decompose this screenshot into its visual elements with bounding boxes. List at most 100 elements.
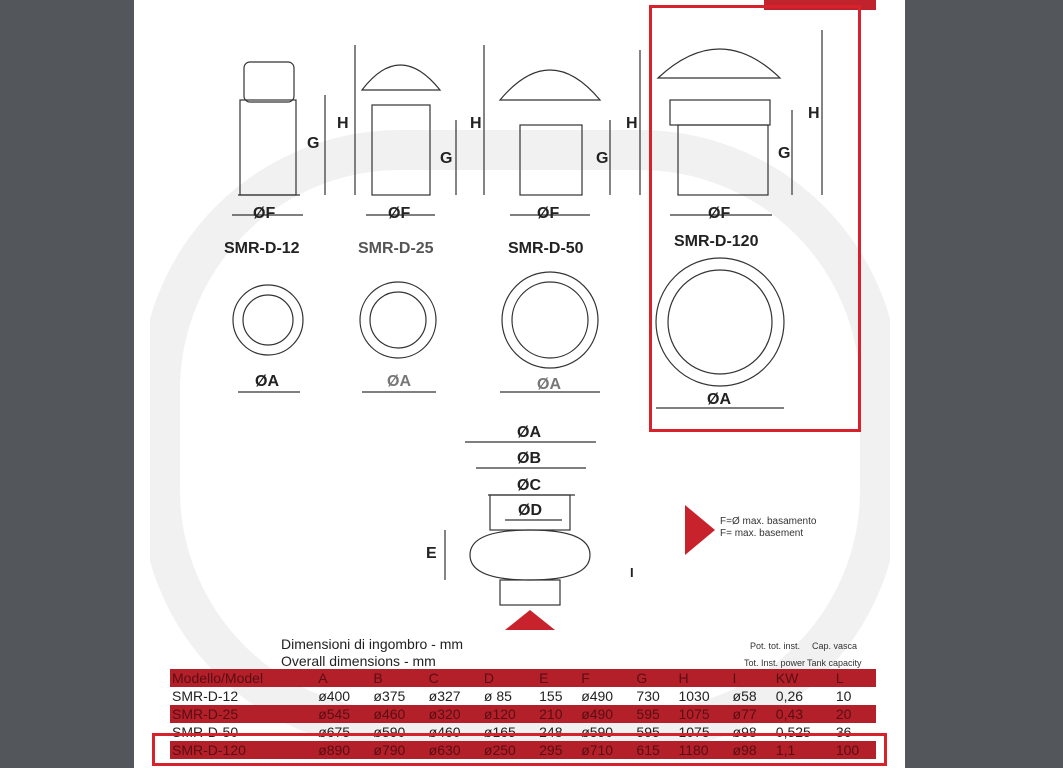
cell: ø120	[481, 705, 538, 723]
cell: ø590	[581, 724, 614, 740]
dim-g-4: G	[778, 145, 791, 162]
dim-a-4: ØA	[707, 391, 731, 408]
header-cell: G	[634, 669, 677, 687]
header-cell: I	[730, 669, 774, 687]
power-label-en: Tot. Inst. power	[744, 658, 806, 668]
power-label-it: Pot. tot. inst.	[750, 641, 801, 651]
cell: ø165	[483, 724, 516, 740]
note-line-en: F= max. basement	[720, 528, 804, 539]
dim-g-3: G	[596, 150, 609, 167]
cell: SMR-D-25	[170, 705, 317, 723]
cell: ø490	[579, 705, 635, 723]
cell: 1030	[678, 688, 710, 704]
header-cell: E	[537, 669, 580, 687]
cell: SMR-D-120	[170, 741, 317, 759]
cell: 1075	[678, 724, 710, 740]
cell: 1075	[676, 705, 731, 723]
cell: ø250	[481, 741, 538, 759]
cell: 730	[636, 688, 660, 704]
side-view-smr-d-12	[232, 45, 356, 216]
cell: 595	[634, 705, 677, 723]
cell: ø375	[373, 688, 406, 704]
dim-h-3: H	[626, 115, 638, 132]
dim-f-2: ØF	[388, 205, 411, 222]
highlight-smr-d-120-drawing	[649, 5, 861, 432]
dim-i-detail: I	[630, 565, 634, 580]
cell: ø890	[316, 741, 372, 759]
dim-g-1: G	[307, 135, 320, 152]
cell: ø675	[318, 724, 351, 740]
cell: ø545	[316, 705, 372, 723]
cell: 1180	[676, 741, 731, 759]
cell: ø790	[371, 741, 427, 759]
basement-note: F=Ø max. basamento F= max. basement	[720, 516, 816, 540]
cell: ø320	[426, 705, 482, 723]
highlight-smr-d-120-row	[152, 733, 887, 766]
dim-h-1: H	[337, 115, 349, 132]
cell: 155	[539, 688, 563, 704]
dim-b-detail: ØB	[517, 450, 541, 467]
model-label-smr-d-12: SMR-D-12	[224, 240, 300, 257]
cell: 295	[537, 741, 580, 759]
cell: 210	[537, 705, 580, 723]
cell: ø58	[732, 688, 757, 704]
tank-label-it: Cap. vasca	[812, 641, 858, 651]
cell: 10	[835, 688, 852, 704]
cell: ø98	[730, 741, 774, 759]
cell: 0,525	[775, 724, 811, 740]
cell: 36	[835, 724, 852, 740]
header-cell: F	[579, 669, 635, 687]
dim-a-2: ØA	[387, 373, 411, 390]
cell: SMR-D-12	[172, 688, 239, 704]
header-cell: L	[833, 669, 876, 687]
cell: SMR-D-50	[172, 724, 239, 740]
dim-h-2: H	[470, 115, 482, 132]
dim-a-detail: ØA	[517, 424, 541, 441]
dim-e-detail: E	[426, 545, 437, 562]
header-cell: KW	[773, 669, 834, 687]
cell: ø400	[318, 688, 351, 704]
dim-d-detail: ØD	[518, 502, 542, 519]
arrow-marker-right	[685, 505, 715, 555]
cell: ø630	[426, 741, 482, 759]
header-cell: B	[371, 669, 427, 687]
cell: ø98	[732, 724, 757, 740]
cell: 595	[636, 724, 660, 740]
side-view-smr-d-50	[498, 50, 641, 216]
cell: ø710	[579, 741, 635, 759]
cell: 100	[833, 741, 876, 759]
cell: 0,43	[773, 705, 834, 723]
cell: ø327	[428, 688, 461, 704]
table-title-it: Dimensioni di ingombro - mm	[281, 636, 464, 652]
header-cell: Modello/Model	[170, 669, 317, 687]
side-view-smr-d-120	[656, 30, 823, 216]
cell: 20	[833, 705, 876, 723]
cell: ø 85	[483, 688, 512, 704]
cell: 615	[634, 741, 677, 759]
header-cell: H	[676, 669, 731, 687]
tank-label-en: Tank capacity	[807, 658, 862, 668]
cell: ø590	[373, 724, 406, 740]
dim-f-1: ØF	[253, 205, 276, 222]
cell: ø460	[371, 705, 427, 723]
cell: 0,26	[775, 688, 804, 704]
dim-f-3: ØF	[537, 205, 560, 222]
model-label-smr-d-120: SMR-D-120	[674, 233, 759, 250]
note-line-it: F=Ø max. basamento	[720, 516, 817, 527]
table-title-en: Overall dimensions - mm	[281, 653, 436, 669]
dim-g-2: G	[440, 150, 453, 167]
cell: 1,1	[773, 741, 834, 759]
dim-a-3: ØA	[537, 376, 561, 393]
arrow-marker-up	[505, 610, 555, 630]
model-label-smr-d-50: SMR-D-50	[508, 240, 584, 257]
technical-drawing	[232, 30, 823, 630]
cell: 248	[539, 724, 563, 740]
header-cell: D	[481, 669, 538, 687]
dim-c-detail: ØC	[517, 477, 541, 494]
